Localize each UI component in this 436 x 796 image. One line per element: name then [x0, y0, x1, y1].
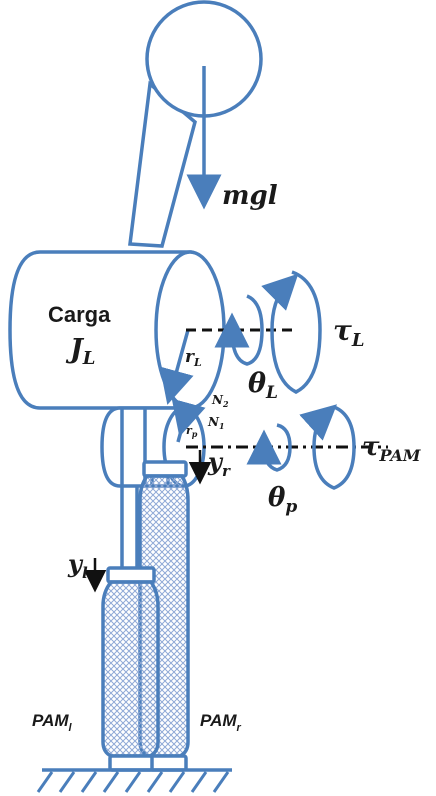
- pam-right-top-cap: [142, 460, 188, 478]
- pam-left-top-cap: [106, 566, 156, 584]
- tau-pam-label: τPAM: [362, 432, 422, 465]
- theta-load-label: θL: [248, 368, 278, 403]
- pam-left-bladder: [101, 580, 160, 758]
- gravity-torque-label: mgl: [222, 181, 278, 211]
- pulley-radius-line: [171, 398, 206, 443]
- pam-left-label: PAMl: [32, 711, 73, 734]
- n2-label: N2: [211, 393, 229, 409]
- tau-pam-arrow: [299, 404, 356, 490]
- load-inertia-label: JL: [65, 334, 95, 369]
- theta-pulley-label: θp: [268, 483, 297, 517]
- ground: [36, 768, 232, 793]
- load-radius-line: [159, 329, 194, 405]
- n1-label: N1: [207, 415, 225, 431]
- pam-left-bottom-cap: [108, 754, 154, 772]
- load-title: Carga: [48, 302, 111, 327]
- theta-load-arrow: [214, 294, 264, 366]
- pulley-radius-label: rp: [186, 424, 198, 439]
- load-radius-label: rL: [185, 347, 202, 369]
- tau-load-arrow: [261, 270, 322, 394]
- tau-load-label: τL: [333, 314, 365, 351]
- ground-hatch: [36, 771, 230, 793]
- pendulum: [128, 0, 263, 248]
- pam-left: [101, 566, 160, 772]
- y-right-label: yr: [207, 447, 231, 480]
- y-left-label: yl: [67, 549, 88, 582]
- load-cylinder-body: [8, 250, 192, 410]
- pam-right-bottom-cap: [148, 754, 188, 772]
- theta-pulley-arrow: [246, 423, 292, 472]
- pam-right-label: PAMr: [200, 711, 242, 734]
